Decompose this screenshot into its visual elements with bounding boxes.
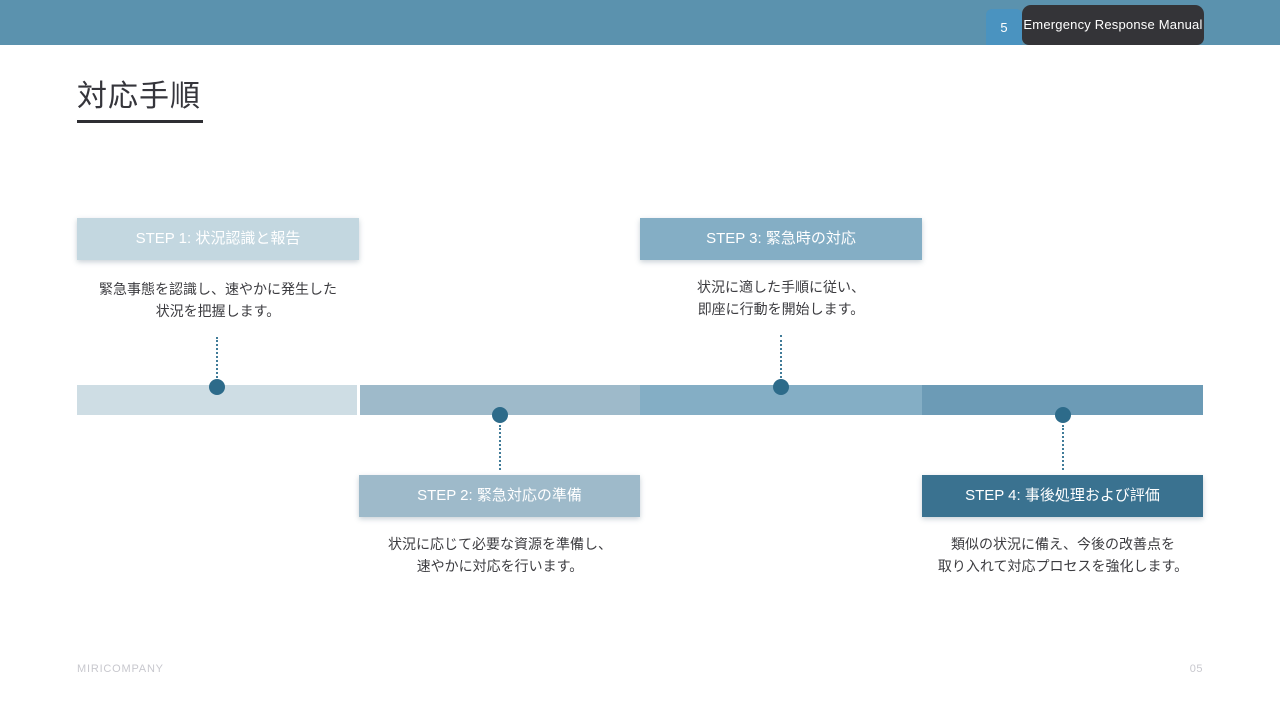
step-1-label-box: STEP 1: 状況認識と報告	[77, 218, 359, 260]
footer-page-number: 05	[1189, 663, 1203, 675]
step-1-connector-line	[216, 337, 218, 378]
step-4-description-line1: 類似の状況に備え、今後の改善点を	[951, 536, 1175, 552]
page-title: 対応手順	[77, 80, 201, 113]
step-4-connector-line	[1062, 425, 1064, 470]
page-number-tab: 5	[986, 9, 1022, 45]
top-bar: 5 Emergency Response Manual	[0, 0, 1280, 45]
step-3-description-line2: 即座に行動を開始します。	[697, 301, 865, 317]
step-3-marker-dot	[773, 379, 789, 395]
step-2-description-line2: 速やかに対応を行います。	[416, 558, 584, 574]
step-2-description: 状況に応じて必要な資源を準備し、 速やかに対応を行います。	[350, 533, 650, 577]
step-4-description-line2: 取り入れて対応プロセスを強化します。	[937, 558, 1189, 574]
step-2-description-line1: 状況に応じて必要な資源を準備し、	[388, 536, 612, 552]
step-2-connector-line	[499, 425, 501, 470]
step-1-marker-dot	[209, 379, 225, 395]
step-3-connector-line	[780, 335, 782, 378]
title-underline	[77, 120, 203, 123]
step-4-marker-dot	[1055, 407, 1071, 423]
step-1-description-line2: 状況を把握します。	[155, 303, 281, 319]
document-title-tab: Emergency Response Manual	[1022, 5, 1204, 45]
step-4-description: 類似の状況に備え、今後の改善点を 取り入れて対応プロセスを強化します。	[913, 533, 1213, 577]
step-4-label-box: STEP 4: 事後処理および評価	[922, 475, 1203, 517]
step-1-description-line1: 緊急事態を認識し、速やかに発生した	[99, 281, 337, 297]
step-3-description-line1: 状況に適した手順に従い、	[697, 279, 865, 295]
step-1-description: 緊急事態を認識し、速やかに発生した 状況を把握します。	[68, 278, 368, 322]
step-3-label-box: STEP 3: 緊急時の対応	[640, 218, 922, 260]
footer-company-name: MIRICOMPANY	[77, 663, 164, 675]
step-2-label-box: STEP 2: 緊急対応の準備	[359, 475, 640, 517]
step-3-description: 状況に適した手順に従い、 即座に行動を開始します。	[631, 276, 931, 320]
step-2-marker-dot	[492, 407, 508, 423]
